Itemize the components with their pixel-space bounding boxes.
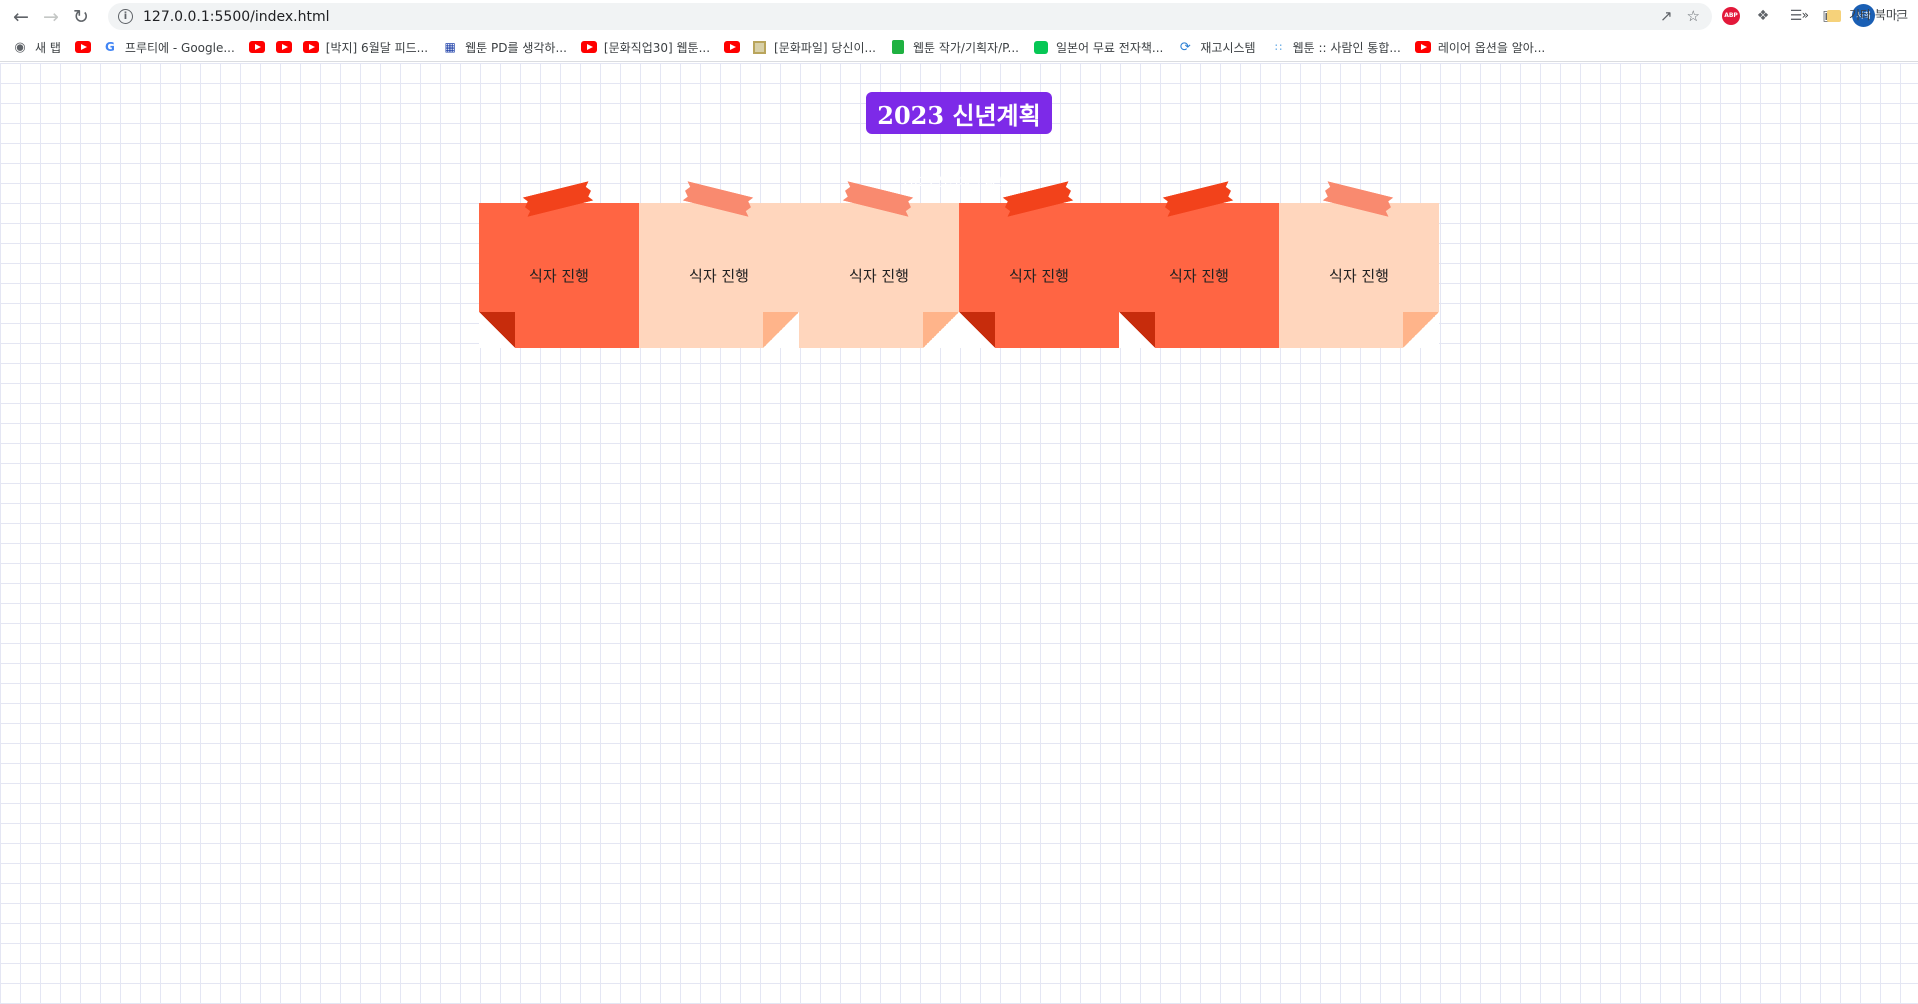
back-arrow-icon[interactable]: ←	[13, 5, 29, 28]
bookmark-item[interactable]: ∷ 웹툰 :: 사람인 통합...	[1270, 39, 1401, 56]
sticky-note-row: 식자 진행 식자 진행 식자 진행 식자 진행 식자 진행 식자 진행	[479, 203, 1439, 348]
folded-corner	[763, 312, 799, 348]
tape-strip	[1163, 181, 1234, 217]
menu-kebab-icon[interactable]: ⋮	[1891, 7, 1905, 24]
sticky-note-label: 식자 진행	[689, 267, 749, 285]
share-icon[interactable]: ↗	[1659, 7, 1673, 25]
tape-strip	[683, 181, 754, 217]
other-bookmarks-folder[interactable]: 기타 북마크	[1826, 6, 1908, 23]
forward-arrow-icon[interactable]: →	[43, 5, 59, 28]
sticky-note-label: 식자 진행	[849, 267, 909, 285]
globe-icon: ◉	[14, 39, 26, 55]
folded-corner	[959, 312, 995, 348]
bookmark-label: 웹툰 작가/기획자/P...	[912, 40, 1019, 55]
folded-corner	[1403, 312, 1439, 348]
puzzle-extensions-icon[interactable]: ❖	[1756, 7, 1770, 24]
bookmark-item[interactable]: 레이어 옵션을 알아...	[1414, 39, 1546, 56]
browser-toolbar: ← → ↻ i 127.0.0.1:5500/index.html ↗ ☆ AB…	[0, 0, 1918, 33]
reading-list-icon[interactable]: ☰	[1789, 7, 1803, 24]
bookmark-item[interactable]: ◉ 새 탭	[12, 39, 61, 56]
folded-corner	[479, 312, 515, 348]
google-icon: G	[104, 40, 115, 54]
bookmark-item[interactable]	[275, 39, 299, 55]
folder-icon	[1826, 9, 1841, 22]
site-info-icon[interactable]: i	[118, 9, 133, 24]
url-text: 127.0.0.1:5500/index.html	[143, 8, 330, 25]
bookmark-label: 새 탭	[35, 40, 61, 55]
bookmark-label: 웹툰 :: 사람인 통합...	[1292, 40, 1401, 55]
bookmark-item[interactable]: [박지] 6월달 피드...	[302, 39, 429, 56]
youtube-icon	[302, 39, 319, 55]
bookmark-item[interactable]: ⟳ 재고시스템	[1177, 39, 1256, 56]
bookmark-item[interactable]	[74, 39, 98, 55]
youtube-icon	[724, 39, 741, 55]
sticky-note[interactable]: 식자 진행	[639, 203, 799, 348]
bookmark-label: 웹툰 PD를 생각하...	[465, 40, 567, 55]
bookmark-label: 프루티에 - Google...	[124, 40, 235, 55]
sticky-note-label: 식자 진행	[1009, 267, 1069, 285]
bookmark-item[interactable]	[248, 39, 272, 55]
folded-corner	[923, 312, 959, 348]
tape-strip	[523, 181, 594, 217]
sticky-note[interactable]: 식자 진행	[479, 203, 639, 348]
bookmark-label: [박지] 6월달 피드...	[325, 40, 429, 55]
cube-icon: ▦	[444, 40, 456, 54]
more-bookmarks-chevron[interactable]: »	[1801, 7, 1809, 22]
bookmark-item[interactable]	[724, 39, 747, 55]
bookmark-green-icon	[890, 39, 906, 55]
bookmark-item[interactable]: 웹툰 작가/기획자/P...	[890, 39, 1019, 56]
reload-icon[interactable]: ↻	[73, 5, 89, 28]
sticky-note-label: 식자 진행	[529, 267, 589, 285]
sticky-note-label: 식자 진행	[1169, 267, 1229, 285]
page-subtitle: 2023 신년계획 리스트	[902, 175, 1018, 189]
sticky-note[interactable]: 식자 진행	[959, 203, 1119, 348]
bookmark-item[interactable]: G 프루티에 - Google...	[102, 39, 235, 56]
bookmark-item[interactable]: ▦ 웹툰 PD를 생각하...	[442, 39, 567, 56]
sticky-note[interactable]: 식자 진행	[1119, 203, 1279, 348]
address-bar[interactable]: i 127.0.0.1:5500/index.html ↗ ☆	[108, 3, 1712, 30]
youtube-icon	[248, 39, 265, 55]
sticky-note[interactable]: 식자 진행	[799, 203, 959, 348]
adblock-extension-icon[interactable]: ABP	[1722, 6, 1740, 25]
image-icon	[751, 39, 767, 55]
sticky-note-label: 식자 진행	[1329, 267, 1389, 285]
youtube-icon	[74, 39, 91, 55]
bookmark-item[interactable]: [문화파일] 당신이...	[751, 39, 876, 56]
bookmark-label: [문화직업30] 웹툰...	[603, 40, 711, 55]
folded-corner	[1119, 312, 1155, 348]
bookmarks-bar: ◉ 새 탭 G 프루티에 - Google... [박지] 6월달 피드... ▦ 웹툰 P…	[0, 33, 1918, 62]
bookmark-label: 레이어 옵션을 알아...	[1437, 40, 1546, 55]
bookmark-item[interactable]: 일본어 무료 전자책...	[1033, 39, 1163, 56]
page-title: 2023 신년계획	[866, 92, 1052, 134]
swirl-icon: ⟳	[1179, 39, 1191, 55]
tape-strip	[1323, 181, 1394, 217]
youtube-icon	[1414, 39, 1431, 55]
bookmark-label: [문화파일] 당신이...	[774, 40, 876, 55]
sticky-note[interactable]: 식자 진행	[1279, 203, 1439, 348]
youtube-icon	[275, 39, 292, 55]
star-icon[interactable]: ☆	[1686, 7, 1700, 25]
profile-avatar[interactable]: 서희	[1852, 4, 1875, 27]
dots-icon: ∷	[1275, 40, 1282, 54]
youtube-icon	[580, 39, 597, 55]
line-icon	[1033, 39, 1049, 55]
bookmark-item[interactable]: [문화직업30] 웹툰...	[580, 39, 711, 56]
bookmark-label: 일본어 무료 전자책...	[1055, 40, 1164, 55]
bookmark-label: 재고시스템	[1200, 40, 1256, 55]
